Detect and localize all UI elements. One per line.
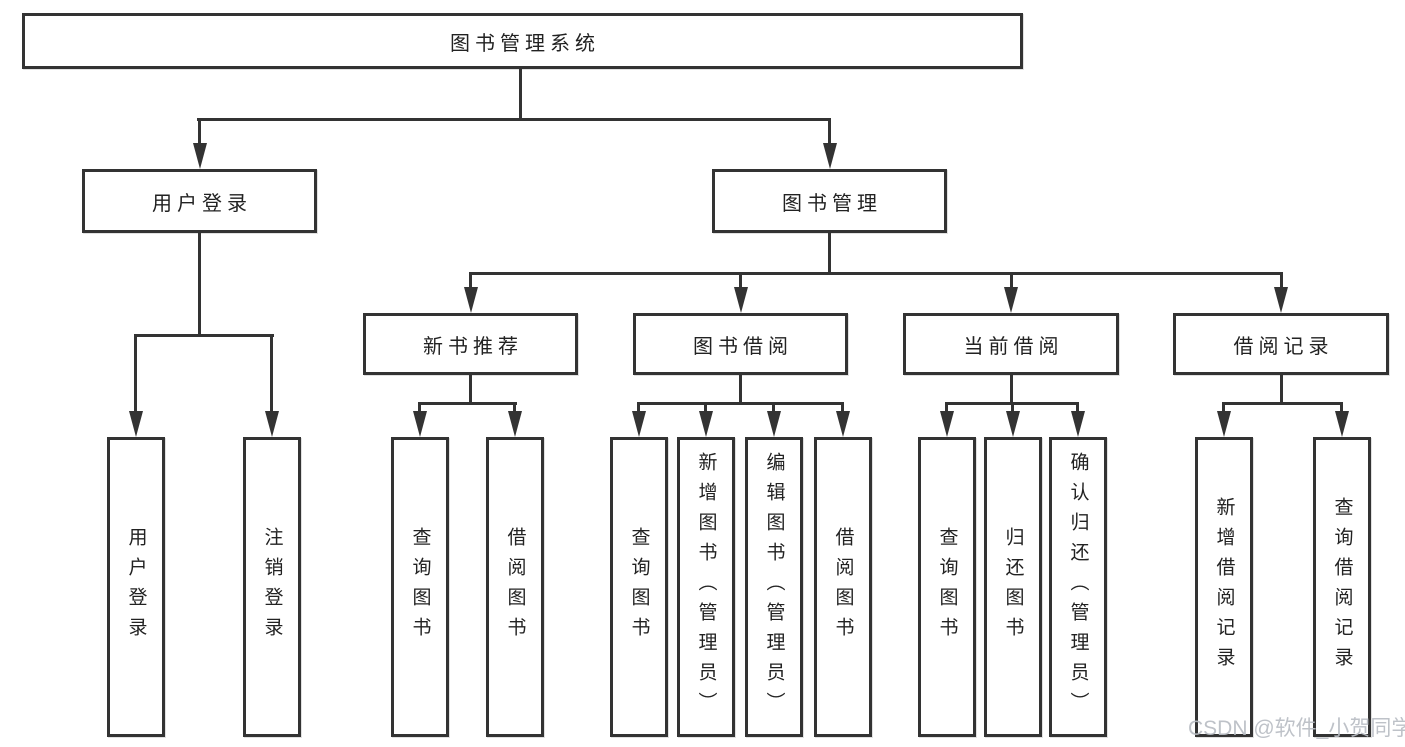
connector-recommend-drop-1 [418, 402, 421, 414]
leaf-borrow-books-borrowing: 借阅图书 [814, 437, 872, 737]
arrow-down-icon [1071, 411, 1085, 437]
leaf-return-books-label: 归还图书 [1002, 527, 1024, 647]
connector-recommend-stem [469, 375, 472, 405]
node-borrowing-records-label: 借阅记录 [1233, 335, 1334, 358]
leaf-user-login-label: 用户登录 [125, 527, 147, 647]
node-current-borrowing-label: 当前借阅 [963, 335, 1064, 358]
connector-borrowing-drop-1 [637, 402, 640, 414]
node-book-borrowing: 图书借阅 [633, 313, 848, 375]
connector-root-stem [519, 67, 522, 121]
connector-borrowing-drop-2 [704, 402, 707, 414]
leaf-query-books-recommend-label: 查询图书 [409, 527, 431, 647]
leaf-edit-book-admin: 编辑图书（管理员） [745, 437, 803, 737]
node-root-label: 图书管理系统 [450, 32, 600, 55]
connector-recommend-drop-2 [513, 402, 516, 414]
arrow-down-icon [1335, 411, 1349, 437]
connector-bookmgmt-drop-3 [1010, 272, 1013, 290]
connector-current-drop-3 [1076, 402, 1079, 414]
leaf-query-borrow-record-label: 查询借阅记录 [1331, 497, 1353, 677]
arrow-down-icon [836, 411, 850, 437]
connector-borrowing-hbar [637, 402, 844, 405]
leaf-query-borrow-record: 查询借阅记录 [1313, 437, 1371, 737]
leaf-borrow-books-recommend-label: 借阅图书 [504, 527, 526, 647]
connector-records-hbar [1222, 402, 1343, 405]
leaf-query-books-borrowing-label: 查询图书 [628, 527, 650, 647]
node-user-login-label: 用户登录 [152, 192, 252, 215]
arrow-down-icon [632, 411, 646, 437]
connector-bookmgmt-hbar [469, 272, 1283, 275]
connector-current-stem [1010, 375, 1013, 405]
connector-root-left-drop [198, 118, 201, 146]
connector-records-drop-2 [1340, 402, 1343, 414]
arrow-down-icon [823, 143, 837, 169]
node-user-login: 用户登录 [82, 169, 317, 233]
leaf-confirm-return-admin-label: 确认归还（管理员） [1067, 452, 1089, 722]
arrow-down-icon [1004, 287, 1018, 313]
leaf-query-books-recommend: 查询图书 [391, 437, 449, 737]
connector-recommend-hbar [418, 402, 517, 405]
leaf-add-book-admin-label: 新增图书（管理员） [695, 452, 717, 722]
leaf-confirm-return-admin: 确认归还（管理员） [1049, 437, 1107, 737]
arrow-down-icon [699, 411, 713, 437]
arrow-down-icon [1217, 411, 1231, 437]
connector-bookmgmt-drop-2 [739, 272, 742, 290]
node-new-book-recommend-label: 新书推荐 [423, 335, 523, 358]
leaf-return-books: 归还图书 [984, 437, 1042, 737]
node-current-borrowing: 当前借阅 [903, 313, 1119, 375]
connector-userlogin-stem [198, 233, 201, 337]
connector-bookmgmt-stem [828, 233, 831, 275]
arrow-down-icon [734, 287, 748, 313]
connector-records-drop-1 [1222, 402, 1225, 414]
leaf-logout-label: 注销登录 [261, 527, 283, 647]
arrow-down-icon [940, 411, 954, 437]
connector-current-drop-2 [1011, 402, 1014, 414]
connector-bookmgmt-drop-4 [1280, 272, 1283, 290]
leaf-query-books-current: 查询图书 [918, 437, 976, 737]
node-book-management-label: 图书管理 [782, 192, 882, 215]
arrow-down-icon [508, 411, 522, 437]
leaf-add-borrow-record: 新增借阅记录 [1195, 437, 1253, 737]
leaf-query-books-current-label: 查询图书 [936, 527, 958, 647]
csdn-watermark: CSDN @软件_小贺同学 [1188, 717, 1405, 740]
leaf-query-books-borrowing: 查询图书 [610, 437, 668, 737]
leaf-borrow-books-recommend: 借阅图书 [486, 437, 544, 737]
leaf-borrow-books-borrowing-label: 借阅图书 [832, 527, 854, 647]
leaf-user-login: 用户登录 [107, 437, 165, 737]
arrow-down-icon [193, 143, 207, 169]
arrow-down-icon [1006, 411, 1020, 437]
connector-borrowing-drop-4 [841, 402, 844, 414]
leaf-add-borrow-record-label: 新增借阅记录 [1213, 497, 1235, 677]
leaf-logout: 注销登录 [243, 437, 301, 737]
connector-root-right-drop [828, 118, 831, 146]
arrow-down-icon [464, 287, 478, 313]
connector-borrowing-stem [739, 375, 742, 405]
leaf-edit-book-admin-label: 编辑图书（管理员） [763, 452, 785, 722]
node-book-management: 图书管理 [712, 169, 947, 233]
arrow-down-icon [129, 411, 143, 437]
connector-root-hbar [197, 118, 831, 121]
node-borrowing-records: 借阅记录 [1173, 313, 1389, 375]
connector-borrowing-drop-3 [772, 402, 775, 414]
connector-userlogin-hbar [134, 334, 274, 337]
connector-userlogin-drop-1 [134, 334, 137, 414]
connector-current-drop-1 [945, 402, 948, 414]
arrow-down-icon [413, 411, 427, 437]
node-root-system: 图书管理系统 [22, 13, 1023, 69]
arrow-down-icon [1274, 287, 1288, 313]
arrow-down-icon [767, 411, 781, 437]
connector-userlogin-drop-2 [270, 334, 273, 414]
connector-bookmgmt-drop-1 [469, 272, 472, 290]
arrow-down-icon [265, 411, 279, 437]
connector-records-stem [1280, 375, 1283, 405]
leaf-add-book-admin: 新增图书（管理员） [677, 437, 735, 737]
node-book-borrowing-label: 图书借阅 [693, 335, 793, 358]
node-new-book-recommend: 新书推荐 [363, 313, 578, 375]
